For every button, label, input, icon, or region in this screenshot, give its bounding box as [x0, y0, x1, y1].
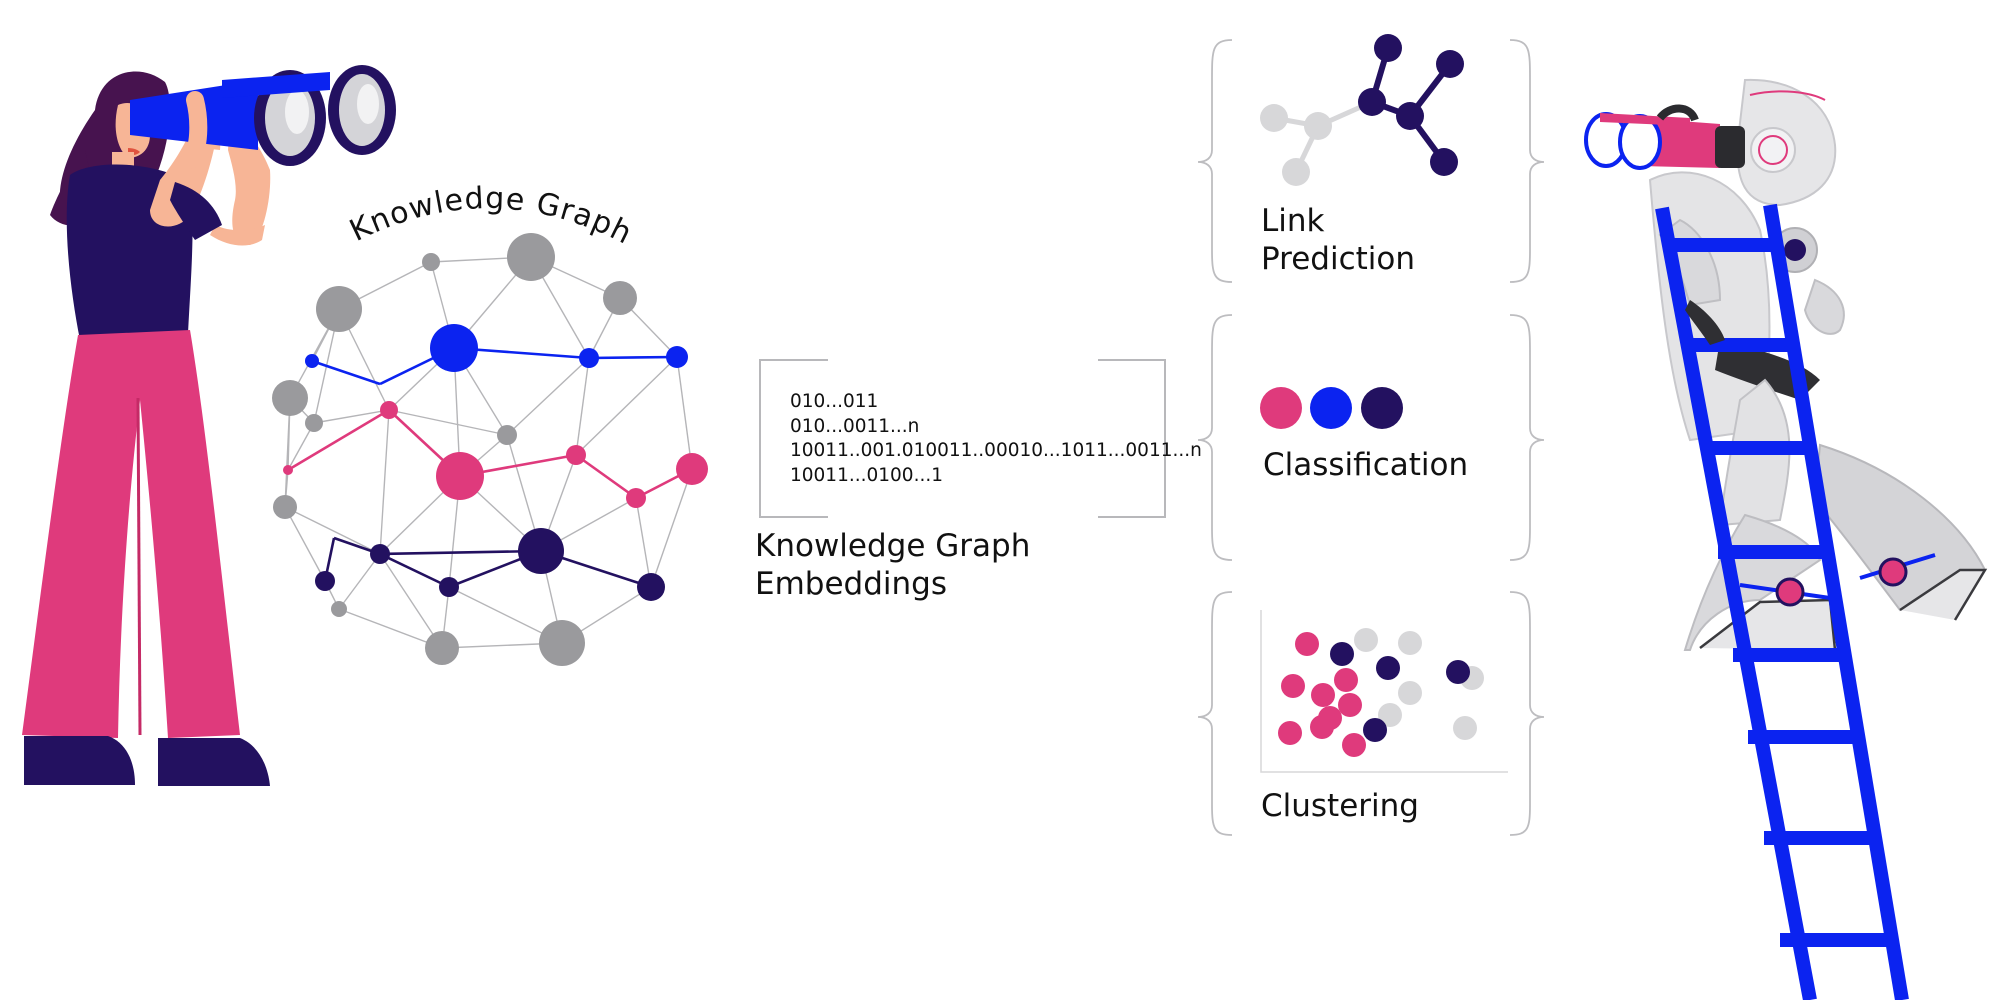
classification-icon [1260, 387, 1403, 429]
woman-with-binoculars-illustration [22, 65, 396, 786]
graph-node-gray [422, 253, 440, 271]
embeddings-label-line2: Embeddings [755, 565, 947, 602]
graph-node-navy [370, 544, 390, 564]
embedding-vector-line: 010...011 [790, 391, 879, 412]
graph-edge [635, 497, 652, 588]
graph-edge [506, 357, 590, 436]
graph-node-gray [273, 495, 297, 519]
graph-edge [650, 468, 693, 588]
graph-node-gray [497, 425, 517, 445]
graph-node-navy [439, 577, 459, 597]
link-prediction-label-line1: Link [1261, 203, 1325, 239]
graph-node-gray [316, 286, 362, 332]
link-prediction-icon [1260, 34, 1464, 186]
graph-edge [575, 357, 590, 456]
graph-node-gray [331, 601, 347, 617]
graph-edge [338, 553, 381, 610]
graph-node-navy [518, 528, 564, 574]
graph-edge-blue [311, 359, 381, 386]
graph-node-pink [283, 465, 293, 475]
embedding-vector-brackets [759, 359, 1166, 518]
graph-node-gray [603, 281, 637, 315]
embedding-vector-line: 10011..001.010011..00010...1011...0011..… [790, 440, 1202, 461]
graph-node-gray [425, 631, 459, 665]
robot-on-ladder-illustration [1584, 78, 1988, 1000]
embedding-vector-line: 010...0011...n [790, 415, 920, 437]
graph-node-pink [436, 452, 484, 500]
graph-edge-pink [287, 408, 390, 472]
embeddings-label: Knowledge Graph Embeddings [755, 528, 1030, 604]
graph-node-navy [637, 573, 665, 601]
graph-node-blue [430, 324, 478, 372]
graph-node-blue [579, 348, 599, 368]
knowledge-graph-network [272, 233, 708, 666]
link-prediction-label-line2: Prediction [1261, 240, 1416, 277]
embedding-vectors: 010...011 010...0011...n 10011..001.0100… [790, 390, 1202, 488]
clustering-label: Clustering [1261, 788, 1419, 824]
graph-edge [284, 506, 381, 555]
graph-edge [313, 409, 390, 424]
graph-edge [676, 356, 693, 470]
graph-node-gray [305, 414, 323, 432]
graph-edge [338, 608, 443, 649]
graph-node-blue [305, 354, 319, 368]
graph-node-pink [380, 401, 398, 419]
graph-edge-navy [379, 549, 542, 556]
link-prediction-label: Link Prediction [1261, 203, 1415, 279]
graph-node-gray [539, 620, 585, 666]
graph-edge-navy [379, 552, 450, 589]
embedding-vector-line: 10011...0100...1 [790, 464, 943, 486]
graph-node-pink [676, 453, 708, 485]
graph-node-pink [626, 488, 646, 508]
graph-edge [575, 356, 678, 456]
clustering-icon [1260, 610, 1508, 773]
graph-edge-pink [575, 453, 637, 500]
graph-node-blue [666, 346, 688, 368]
graph-node-gray [507, 233, 555, 281]
task-braces [1197, 39, 1545, 836]
graph-node-navy [315, 571, 335, 591]
graph-edge [388, 409, 508, 436]
classification-label: Classification [1263, 447, 1469, 483]
graph-node-pink [566, 445, 586, 465]
graph-edge [379, 553, 443, 649]
graph-node-gray [272, 380, 308, 416]
embeddings-label-line1: Knowledge Graph [755, 528, 1031, 564]
knowledge-graph-title: Knowledge Graph [344, 181, 638, 252]
graph-edge-blue [588, 355, 678, 360]
graph-edge [284, 506, 326, 582]
graph-edge [379, 409, 390, 555]
